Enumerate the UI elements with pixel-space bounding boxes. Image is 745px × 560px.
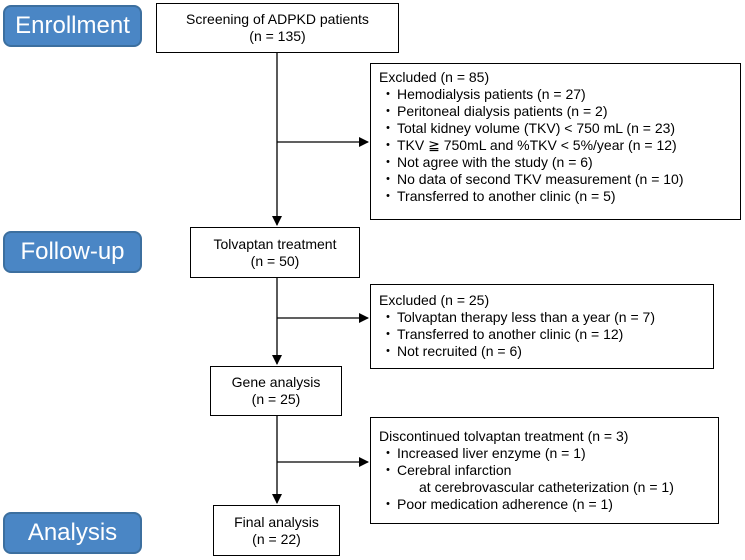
bullet: ・ xyxy=(381,120,395,136)
gene-analysis-title: Gene analysis xyxy=(231,374,321,390)
list-item-text: Tolvaptan therapy less than a year (n = … xyxy=(397,309,655,325)
list-item-text: No data of second TKV measurement (n = 1… xyxy=(397,171,684,187)
tolvaptan-title: Tolvaptan treatment xyxy=(213,235,337,252)
stage-analysis: Analysis xyxy=(3,512,142,554)
final-analysis-count: (n = 22) xyxy=(252,530,301,547)
stage-follow-up: Follow-up xyxy=(3,231,142,273)
bullet: ・ xyxy=(381,309,395,325)
final-analysis-box: Final analysis (n = 22) xyxy=(213,505,340,556)
tolvaptan-count: (n = 50) xyxy=(250,252,300,269)
screening-count: (n = 135) xyxy=(249,28,306,44)
list-item-continuation: at cerebrovascular catheterization (n = … xyxy=(419,479,674,495)
discontinued-box: Discontinued tolvaptan treatment (n = 3)… xyxy=(370,417,719,524)
list-item: ・Not recruited (n = 6) xyxy=(379,343,705,360)
list-item-text: Poor medication adherence (n = 1) xyxy=(397,496,613,512)
excluded-box-1: Excluded (n = 85) ・Hemodialysis patients… xyxy=(370,63,741,220)
bullet: ・ xyxy=(381,462,395,478)
bullet: ・ xyxy=(381,137,395,153)
bullet: ・ xyxy=(381,343,395,359)
bullet: ・ xyxy=(381,103,395,119)
list-item: ・Increased liver enzyme (n = 1) xyxy=(379,445,710,462)
bullet: ・ xyxy=(381,496,395,512)
final-analysis-title: Final analysis xyxy=(234,513,319,530)
list-item: ・Peritoneal dialysis patients (n = 2) xyxy=(379,103,732,120)
excluded-2-title: Excluded (n = 25) xyxy=(379,292,490,308)
list-item-text: TKV ≧ 750mL and %TKV < 5%/year (n = 12) xyxy=(397,137,677,153)
list-item: ・Cerebral infarction xyxy=(379,462,710,479)
list-item-text: Hemodialysis patients (n = 27) xyxy=(397,86,586,102)
excluded-box-2: Excluded (n = 25) ・Tolvaptan therapy les… xyxy=(370,284,714,369)
list-item-text: Transferred to another clinic (n = 12) xyxy=(397,326,624,342)
gene-analysis-count: (n = 25) xyxy=(251,391,301,407)
bullet: ・ xyxy=(381,326,395,342)
list-item: ・TKV ≧ 750mL and %TKV < 5%/year (n = 12) xyxy=(379,137,732,154)
bullet: ・ xyxy=(381,86,395,102)
list-item-text: Transferred to another clinic (n = 5) xyxy=(397,188,616,204)
list-item-text: Total kidney volume (TKV) < 750 mL (n = … xyxy=(397,120,676,136)
list-item: ・No data of second TKV measurement (n = … xyxy=(379,171,732,188)
list-item-text: Increased liver enzyme (n = 1) xyxy=(397,445,586,461)
list-item: ・Tolvaptan therapy less than a year (n =… xyxy=(379,309,705,326)
bullet: ・ xyxy=(381,445,395,461)
list-item-text: Cerebral infarction xyxy=(397,462,512,478)
gene-analysis-box: Gene analysis (n = 25) xyxy=(210,366,342,416)
bullet: ・ xyxy=(381,154,395,170)
screening-box: Screening of ADPKD patients (n = 135) xyxy=(156,3,399,53)
bullet: ・ xyxy=(381,171,395,187)
list-item: ・Hemodialysis patients (n = 27) xyxy=(379,86,732,103)
list-item: ・Not agree with the study (n = 6) xyxy=(379,154,732,171)
list-item: ・Poor medication adherence (n = 1) xyxy=(379,496,710,513)
list-item: ・Transferred to another clinic (n = 12) xyxy=(379,326,705,343)
list-item-text: Not recruited (n = 6) xyxy=(397,343,522,359)
list-item: ・Transferred to another clinic (n = 5) xyxy=(379,188,732,205)
screening-title: Screening of ADPKD patients xyxy=(186,11,369,27)
tolvaptan-box: Tolvaptan treatment (n = 50) xyxy=(190,227,360,278)
bullet: ・ xyxy=(381,188,395,204)
discontinued-title: Discontinued tolvaptan treatment (n = 3) xyxy=(379,428,629,444)
excluded-1-title: Excluded (n = 85) xyxy=(379,69,490,85)
list-item: ・Total kidney volume (TKV) < 750 mL (n =… xyxy=(379,120,732,137)
list-item-text: Not agree with the study (n = 6) xyxy=(397,154,593,170)
stage-enrollment: Enrollment xyxy=(3,5,142,47)
list-item-text: Peritoneal dialysis patients (n = 2) xyxy=(397,103,608,119)
